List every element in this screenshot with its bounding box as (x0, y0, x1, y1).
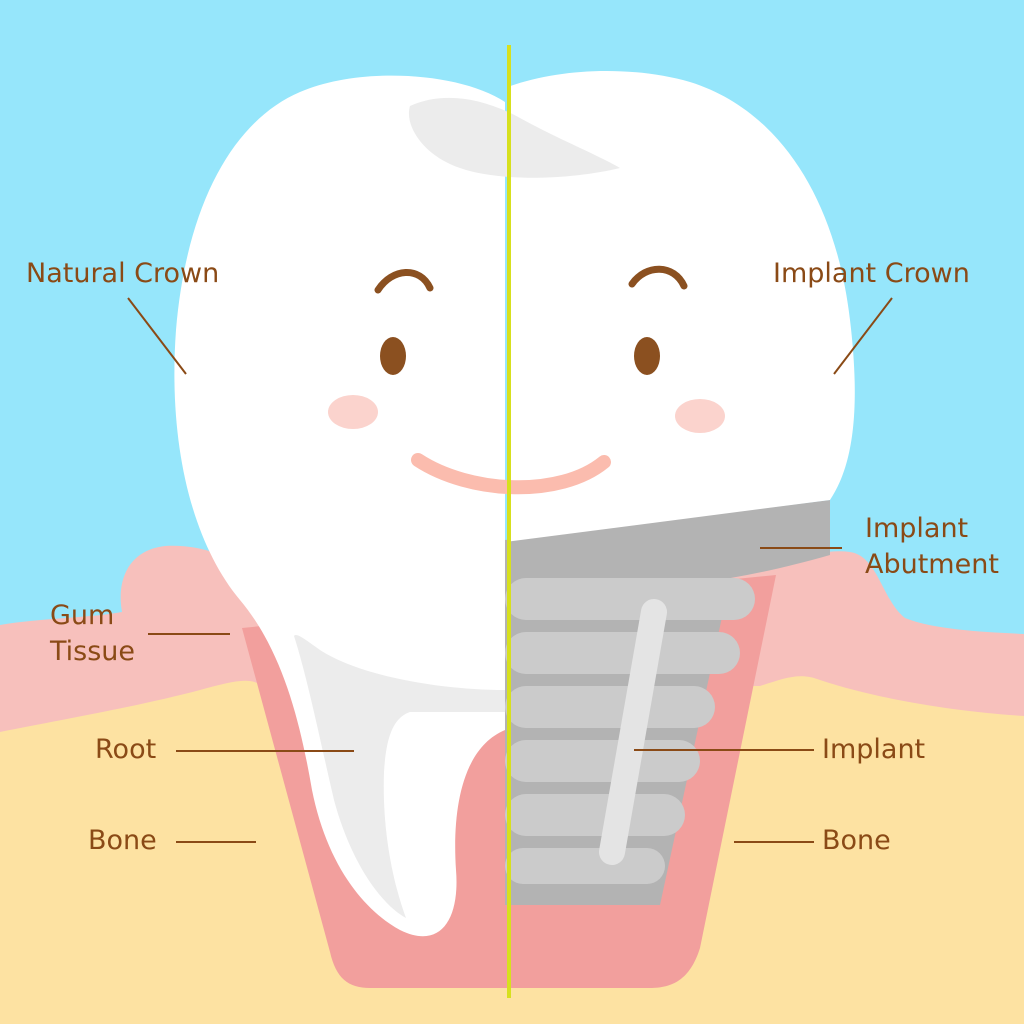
label-implant: Implant (822, 734, 926, 765)
label-implant-crown: Implant Crown (773, 258, 970, 289)
crown-highlight (408, 97, 620, 178)
label-bone-left: Bone (88, 825, 157, 856)
tooth-face (328, 265, 725, 495)
label-implant-abutment-line2: Abutment (865, 549, 999, 580)
right-cheek (675, 399, 725, 433)
smile (411, 453, 611, 495)
label-gum-tissue-line2: Tissue (50, 636, 136, 667)
leader-implant-crown (833, 297, 893, 375)
natural-tooth (174, 75, 505, 937)
right-eye (634, 337, 660, 375)
label-implant-abutment: Implant Abutment (865, 511, 999, 583)
leader-lines (127, 297, 893, 843)
label-root: Root (95, 734, 157, 765)
implant-abutment-shape (505, 500, 830, 588)
label-gum-tissue: Gum Tissue (50, 598, 135, 670)
implant-screw (505, 578, 755, 905)
label-natural-crown: Natural Crown (26, 258, 220, 289)
left-cheek (328, 395, 378, 429)
right-eyebrow (628, 265, 688, 290)
label-gum-tissue-line1: Gum (50, 600, 115, 631)
left-eye (380, 337, 406, 375)
label-implant-abutment-line1: Implant (865, 513, 969, 544)
leader-natural-crown (127, 297, 187, 375)
natural-root-shade (294, 634, 505, 918)
implant-crown-shape (510, 71, 855, 542)
label-bone-right: Bone (822, 825, 891, 856)
left-eyebrow (374, 269, 434, 294)
